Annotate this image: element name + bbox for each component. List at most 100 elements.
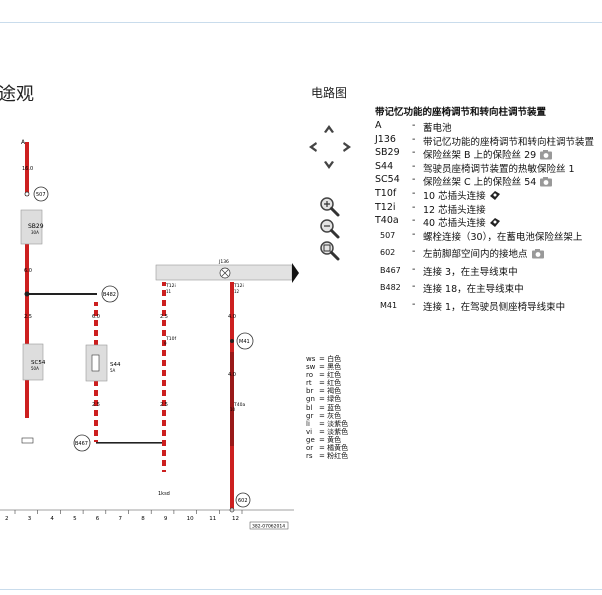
legend-item-code: T10f <box>375 187 397 199</box>
label-ground-bottom: 1ksd <box>158 491 170 497</box>
legend-item-dash: - <box>412 228 416 240</box>
legend-item-desc-text: 连接 18，在主导线束中 <box>423 284 524 296</box>
color-key-item: rt= 红色 <box>306 379 342 388</box>
bottom-divider <box>0 589 602 590</box>
color-key-item: sw= 黑色 <box>306 363 342 372</box>
label-t40a: T40a <box>233 402 245 408</box>
legend-item-desc: 保险丝架 B 上的保险丝 29 <box>423 147 553 161</box>
node-m41-circle <box>236 332 254 350</box>
zoom-in-icon[interactable] <box>319 196 341 218</box>
legend-item: SB29-保险丝架 B 上的保险丝 29 <box>375 147 602 161</box>
legend-item-desc: 连接 1，在驾驶员侧座椅导线束中 <box>423 299 565 313</box>
legend-item-desc: 螺栓连接（30），在蓄电池保险丝架上 <box>423 229 582 243</box>
pan-left-icon[interactable] <box>304 138 322 156</box>
ruler-label: 4 <box>50 516 54 522</box>
legend-item: SC54-保险丝架 C 上的保险丝 54 <box>375 174 602 188</box>
color-key-name: 褐色 <box>327 387 342 396</box>
legend-item-dash: - <box>412 147 416 159</box>
color-key-name: 橘黄色 <box>327 444 349 453</box>
legend-item-dash: - <box>412 281 416 293</box>
color-key-abbr: or <box>306 444 314 453</box>
legend-item: J136-带记忆功能的座椅调节和转向柱调节装置 <box>375 134 602 148</box>
ruler-label: 11 <box>209 516 216 522</box>
ruler-label: 9 <box>164 516 168 522</box>
page-next-arrow[interactable] <box>292 263 299 283</box>
legend-item-desc-text: 40 芯插头连接 <box>423 218 486 230</box>
diagram-section-title: 电路图 <box>311 86 348 100</box>
connector-icon[interactable] <box>489 217 501 228</box>
pan-right-icon[interactable] <box>338 138 356 156</box>
zoom-out-icon[interactable] <box>319 218 341 240</box>
color-key-item: gn= 绿色 <box>306 395 342 404</box>
camera-icon[interactable] <box>539 176 553 187</box>
legend-item-code: S44 <box>375 160 394 172</box>
legend-item-code: 602 <box>380 248 396 258</box>
color-key-item: br= 褐色 <box>306 387 342 396</box>
camera-icon[interactable] <box>539 149 553 160</box>
junction-507 <box>24 191 30 197</box>
legend-item: T10f-10 芯插头连接 <box>375 188 602 202</box>
fuse-sb29 <box>20 209 43 245</box>
legend-item-code: T40a <box>375 215 399 227</box>
legend-item-code: B482 <box>380 283 401 293</box>
label-wire-a: 2.5 <box>24 314 32 320</box>
connector-icon[interactable] <box>489 190 501 201</box>
ruler-label: 6 <box>96 516 100 522</box>
fuse-sc54 <box>22 343 44 381</box>
color-key-abbr: rt <box>306 379 312 388</box>
color-key-name: 蓝色 <box>327 403 342 412</box>
legend-item-desc-text: 12 芯插头连接 <box>423 204 486 216</box>
legend-item-desc: 驾驶员座椅调节装置的热敏保险丝 1 <box>423 161 575 175</box>
zoom-fit-icon[interactable] <box>319 240 341 262</box>
color-key-item: or= 橘黄色 <box>306 444 349 453</box>
label-b467: B467 <box>75 441 88 447</box>
legend-item-desc-text: 左前脚部空间内的接地点 <box>423 249 528 261</box>
legend-item-desc-text: 保险丝架 C 上的保险丝 54 <box>423 177 537 189</box>
camera-icon[interactable] <box>531 248 545 259</box>
color-key-abbr: ge <box>306 435 315 444</box>
legend-item-desc-text: 连接 1，在驾驶员侧座椅导线束中 <box>423 301 566 313</box>
top-divider <box>0 22 602 23</box>
label-m41: M41 <box>239 339 250 345</box>
legend-item-desc: 带记忆功能的座椅调节和转向柱调节装置 <box>423 134 594 148</box>
wire-j136-t12i-right <box>230 282 234 510</box>
color-key-name: 黄色 <box>327 435 342 444</box>
legend-item-desc: 左前脚部空间内的接地点 <box>423 246 545 260</box>
color-key-abbr: rs <box>306 452 313 461</box>
legend-item: B482 -连接 18，在主导线束中 <box>375 281 602 299</box>
color-key-item: ge= 黄色 <box>306 435 342 444</box>
legend-item-code: A <box>375 120 382 131</box>
color-key-name: 粉红色 <box>327 452 349 461</box>
color-key-name: 黑色 <box>327 363 342 372</box>
node-602-circle <box>235 492 251 508</box>
wire-battery-main <box>25 142 29 418</box>
navigation-pad <box>304 120 356 176</box>
pan-down-icon[interactable] <box>320 156 338 174</box>
label-sb29: SB29 <box>28 223 44 230</box>
legend-item-desc: 连接 3，在主导线束中 <box>423 264 518 278</box>
legend-item: 507 -螺栓连接（30），在蓄电池保险丝架上 <box>375 229 602 247</box>
label-507: 507 <box>36 192 46 198</box>
legend-item-code: B467 <box>380 265 401 275</box>
legend-item-desc-text: 带记忆功能的座椅调节和转向柱调节装置 <box>423 136 595 148</box>
label-t12i-right: T12i <box>233 283 244 289</box>
color-key-name: 绿色 <box>327 395 342 404</box>
ruler-label: 5 <box>73 516 77 522</box>
label-s44: S44 <box>110 362 121 368</box>
junction-left <box>24 291 30 297</box>
color-key-item: gr= 灰色 <box>306 411 342 420</box>
legend-item-code: 507 <box>380 230 396 240</box>
pan-up-icon[interactable] <box>320 120 338 138</box>
legend-item-code: J136 <box>375 133 396 145</box>
color-key-abbr: sw <box>306 363 316 372</box>
label-wire-f: 4.0 <box>228 372 236 378</box>
legend-item-dash: - <box>412 246 416 258</box>
legend-heading: 带记忆功能的座椅调节和转向柱调节装置 <box>375 107 547 118</box>
color-key-name: 淡紫色 <box>327 427 349 436</box>
wire-horizontal-bus <box>27 293 97 295</box>
color-key-item: rs= 粉红色 <box>306 452 349 461</box>
color-key-abbr: li <box>306 419 310 428</box>
color-key-abbr: vi <box>306 427 313 436</box>
